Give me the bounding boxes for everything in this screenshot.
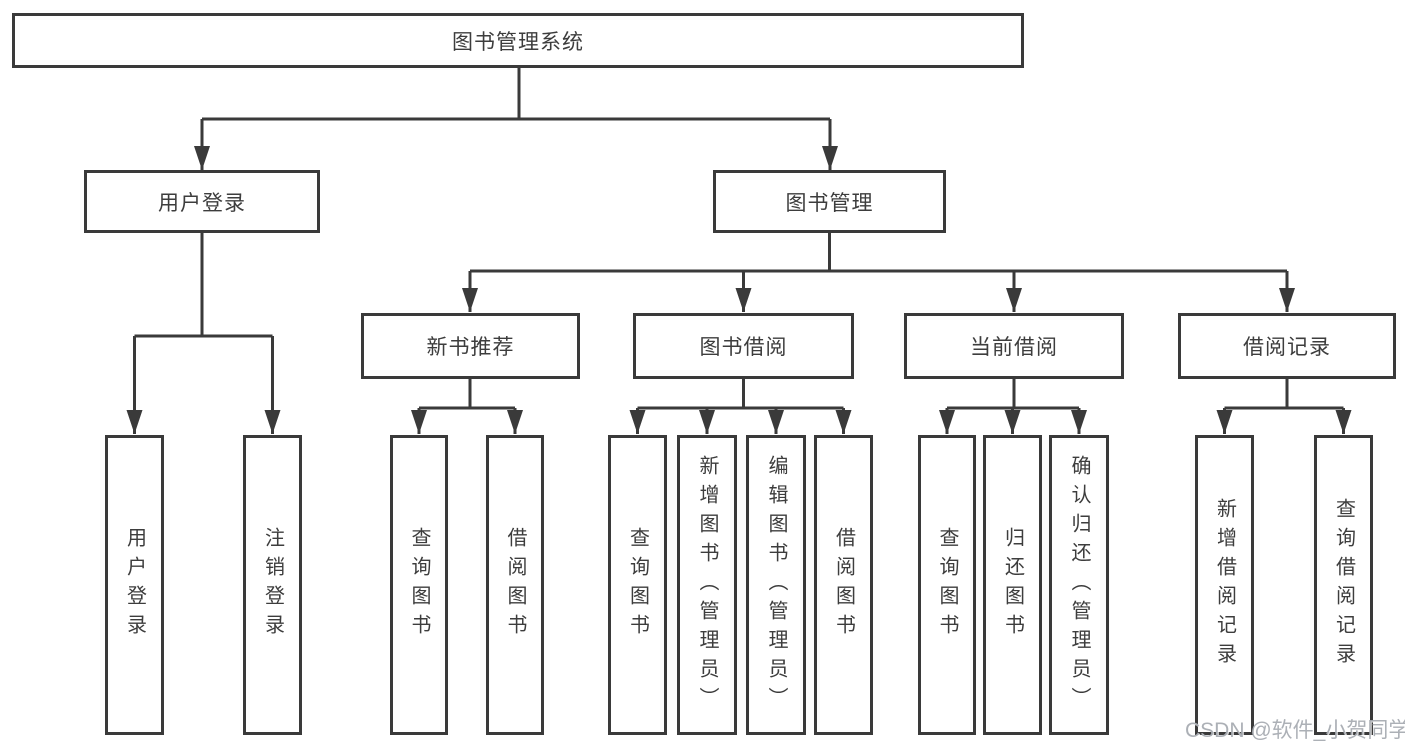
leaf-logout: 注销登录 xyxy=(243,435,302,735)
node-label: 图书借阅 xyxy=(699,336,788,359)
leaf-return-books: 归还图书 xyxy=(983,435,1042,735)
node-label: 当前借阅 xyxy=(970,336,1058,359)
node-borrowing-records: 借阅记录 xyxy=(1178,313,1396,379)
leaf-label: 归还图书 xyxy=(1001,527,1024,643)
node-new-book-recommend: 新书推荐 xyxy=(361,313,580,379)
leaf-label: 查询图书 xyxy=(936,527,958,643)
leaf-confirm-return-admin: 确认归还（管理员） xyxy=(1049,435,1109,735)
leaf-query-books-current: 查询图书 xyxy=(918,435,976,735)
node-user-login: 用户登录 xyxy=(84,170,320,233)
node-label: 用户登录 xyxy=(158,191,246,215)
node-current-borrowing: 当前借阅 xyxy=(904,313,1124,379)
node-book-borrowing: 图书借阅 xyxy=(633,313,854,379)
node-label: 图书管理系统 xyxy=(452,30,584,54)
node-label: 图书管理 xyxy=(785,191,874,215)
leaf-user-login: 用户登录 xyxy=(105,435,164,735)
leaf-query-books-borrowing: 查询图书 xyxy=(608,435,667,735)
leaf-label: 用户登录 xyxy=(123,527,146,643)
leaf-label: 借阅图书 xyxy=(504,527,526,643)
leaf-query-books-recommend: 查询图书 xyxy=(390,435,448,735)
node-label: 借阅记录 xyxy=(1243,336,1331,359)
leaf-label: 注销登录 xyxy=(261,527,284,643)
leaf-label: 借阅图书 xyxy=(832,527,855,643)
leaf-add-borrow-record: 新增借阅记录 xyxy=(1195,435,1254,735)
leaf-query-borrow-record: 查询借阅记录 xyxy=(1314,435,1373,735)
leaf-borrow-books-recommend: 借阅图书 xyxy=(486,435,544,735)
node-label: 新书推荐 xyxy=(426,336,515,359)
leaf-label: 新增借阅记录 xyxy=(1213,498,1236,672)
leaf-label: 新增图书（管理员） xyxy=(696,454,718,716)
watermark: CSDN @软件_小贺同学 xyxy=(1185,719,1405,742)
leaf-label: 查询图书 xyxy=(626,527,649,643)
leaf-add-books-admin: 新增图书（管理员） xyxy=(677,435,737,735)
leaf-label: 查询图书 xyxy=(408,527,430,643)
leaf-label: 编辑图书（管理员） xyxy=(765,454,787,716)
node-book-management: 图书管理 xyxy=(713,170,946,233)
leaf-label: 确认归还（管理员） xyxy=(1068,454,1090,716)
node-library-management-system: 图书管理系统 xyxy=(12,13,1024,68)
leaf-borrow-books: 借阅图书 xyxy=(814,435,873,735)
leaf-edit-books-admin: 编辑图书（管理员） xyxy=(746,435,806,735)
leaf-label: 查询借阅记录 xyxy=(1332,498,1355,672)
